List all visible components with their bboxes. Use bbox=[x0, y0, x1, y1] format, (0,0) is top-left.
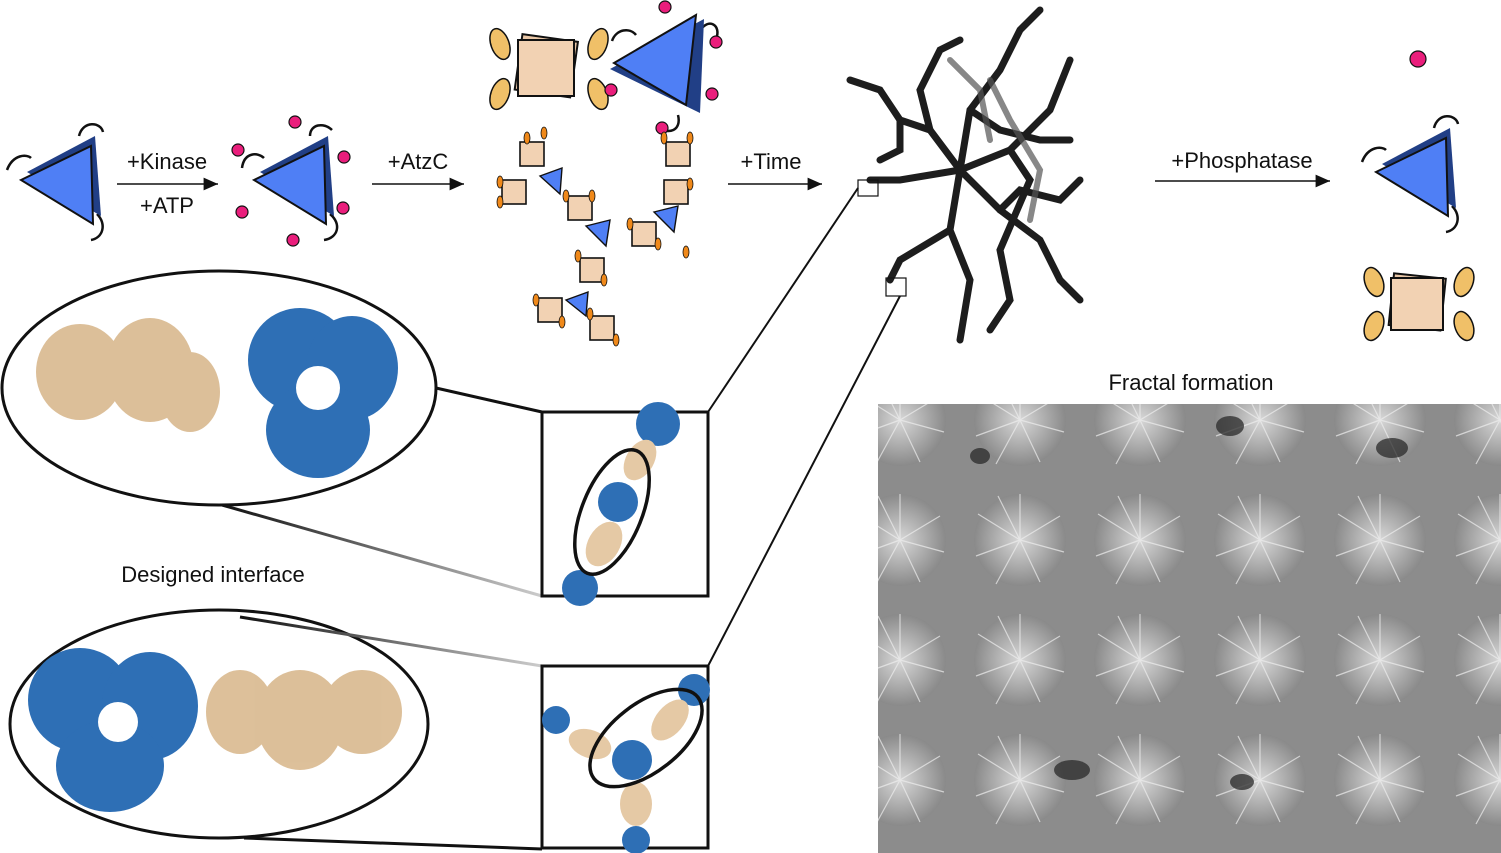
label-atzc: +AtzC bbox=[388, 149, 449, 174]
phospho-trimer-icon bbox=[240, 123, 339, 242]
atzc-icon bbox=[489, 27, 609, 111]
phosphate-dots bbox=[231, 115, 351, 247]
trimer-right-icon bbox=[1360, 115, 1460, 234]
fractal-aggregate-icon bbox=[846, 6, 1084, 344]
lattice-icon bbox=[496, 126, 694, 347]
free-phosphate-icon bbox=[1409, 50, 1427, 68]
zoom-box-top bbox=[540, 187, 859, 606]
label-atp: +ATP bbox=[140, 193, 194, 218]
label-kinase: +Kinase bbox=[127, 149, 207, 174]
zoom-box-bottom bbox=[540, 295, 901, 853]
fractal-micrograph bbox=[878, 404, 1501, 853]
designed-interface-caption: Designed interface bbox=[121, 562, 304, 587]
atzc-right-icon bbox=[1363, 266, 1475, 342]
trimer-top-icon bbox=[610, 13, 719, 133]
interface-structure-bottom bbox=[8, 608, 543, 851]
label-phosphatase: +Phosphatase bbox=[1171, 148, 1312, 173]
trimer-icon bbox=[5, 123, 105, 242]
label-time: +Time bbox=[741, 149, 802, 174]
interface-structure-top bbox=[0, 269, 543, 598]
fractal-formation-caption: Fractal formation bbox=[1108, 370, 1273, 395]
